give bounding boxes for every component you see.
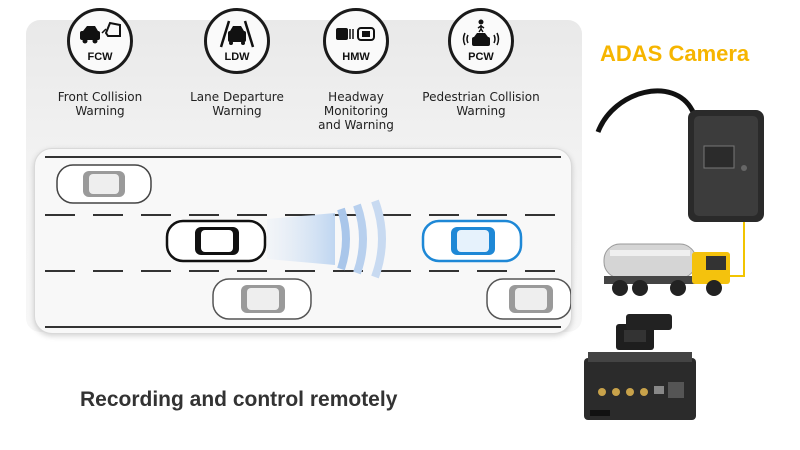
feature-pcw-abbr: PCW [468,51,494,63]
camera-cable [595,88,701,133]
feature-pcw-label: Pedestrian Collision Warning [421,90,541,118]
feature-fcw-label: Front Collision Warning [40,90,160,118]
feature-fcw-line1: Front Collision [57,90,143,104]
product-illustration [584,88,764,420]
car-ego-black [165,219,267,263]
road-illustration [34,148,572,334]
feature-hmw-line2: and Warning [318,118,394,132]
feature-fcw-abbr: FCW [87,51,113,63]
feature-ldw-badge: LDW [204,8,270,74]
front-collision-icon [80,21,121,44]
car-grey-bottom [212,278,312,320]
feature-hmw-abbr: HMW [342,51,370,63]
feature-hmw: HMW Headway Monitoring and Warning [296,8,416,132]
feature-ldw-abbr: LDW [224,51,250,63]
feature-pcw-line1: Pedestrian Collision [422,90,540,104]
feature-pcw-badge: PCW [448,8,514,74]
car-grey-top-left [56,164,152,204]
car-grey-right [486,278,572,320]
sensor-wave [267,199,386,279]
feature-fcw: FCW Front Collision Warning [40,8,160,118]
adas-camera-heading: ADAS Camera [600,41,750,66]
road-scene [45,156,572,328]
feature-hmw-label: Headway Monitoring and Warning [296,90,416,132]
feature-ldw-line2: Warning [212,104,262,118]
feature-pcw: PCW Pedestrian Collision Warning [421,8,541,118]
car-lead-blue [421,219,523,263]
feature-pcw-line2: Warning [456,104,506,118]
pedestrian-icon [462,19,500,46]
feature-hmw-line1: Headway Monitoring [323,90,389,118]
lane-departure-icon [219,20,255,48]
adas-camera-icon [688,110,764,222]
feature-ldw-line1: Lane Departure [190,90,284,104]
feature-fcw-line2: Warning [75,104,125,118]
feature-ldw-label: Lane Departure Warning [177,90,297,118]
feature-fcw-badge: FCW [67,8,133,74]
feature-ldw: LDW Lane Departure Warning [177,8,297,118]
tanker-truck-icon [603,243,730,296]
headway-icon [336,27,375,41]
feature-hmw-badge: HMW [323,8,389,74]
remote-control-caption: Recording and control remotely [80,388,398,411]
mdvr-recorder-icon [584,314,696,420]
